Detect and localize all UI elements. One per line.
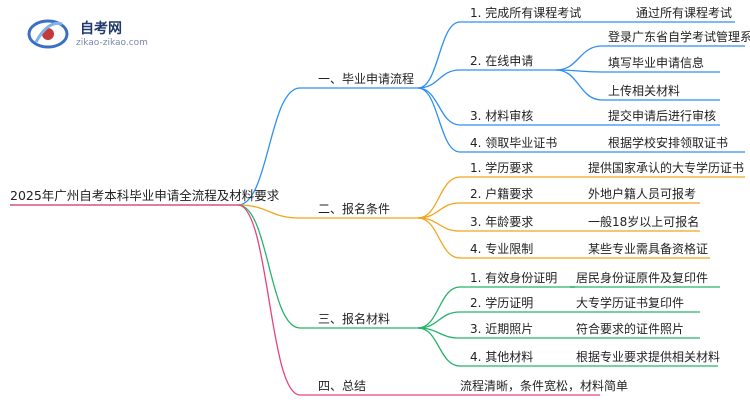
branch-connector: [237, 87, 301, 206]
child-node: 1. 学历要求: [470, 161, 534, 175]
leaf-node: 一般18岁以上可报名: [588, 215, 700, 229]
logo-title: 自考网: [80, 21, 122, 37]
leaf-node: 大专学历证书复印件: [576, 296, 685, 310]
child-node: 3. 近期照片: [470, 322, 534, 336]
branch-connector: [237, 204, 301, 396]
branch-connector: [237, 204, 301, 329]
child-node: 4. 其他材料: [470, 350, 534, 364]
logo-subtitle: zikao-zikao.com: [76, 38, 148, 48]
branch-node: 二、报名条件: [318, 202, 391, 216]
child-node: 3. 年龄要求: [470, 215, 534, 229]
leaf-node: 通过所有课程考试: [636, 6, 733, 20]
child-connector: [417, 286, 461, 329]
child-connector: [417, 202, 461, 219]
leaf-node: 填写毕业申请信息: [608, 56, 705, 70]
child-connector: [417, 69, 461, 89]
leaf-node: 提交申请后进行审核: [608, 109, 717, 123]
child-connector: [417, 217, 461, 259]
branch-node: 一、毕业申请流程: [318, 72, 415, 86]
leaf-connector: [555, 69, 603, 101]
branch-node: 三、报名材料: [318, 312, 391, 326]
logo: 自考网 zikao-zikao.com: [22, 8, 152, 54]
leaf-node: 根据专业要求提供相关材料: [576, 350, 721, 364]
child-connector: [417, 176, 461, 219]
leaf-node: 居民身份证原件及复印件: [576, 271, 709, 285]
leaf-connector: [555, 45, 603, 71]
leaf-node: 上传相关材料: [608, 84, 681, 98]
child-connector: [417, 327, 461, 367]
child-node: 2. 户籍要求: [470, 187, 534, 201]
child-connector: [417, 87, 461, 153]
leaf-node: 登录广东省自学考试管理系统: [608, 30, 750, 44]
child-node: 流程清晰，条件宽松，材料简单: [460, 379, 629, 393]
child-node: 4. 领取毕业证书: [470, 136, 558, 150]
branch-node: 四、总结: [318, 379, 367, 393]
child-node: 3. 材料审核: [470, 109, 534, 123]
child-node: 2. 学历证明: [470, 296, 534, 310]
child-node: 2. 在线申请: [470, 54, 534, 68]
child-node: 1. 完成所有课程考试: [470, 6, 582, 20]
leaf-node: 根据学校安排领取证书: [608, 136, 729, 150]
branch-connector: [237, 204, 301, 219]
logo-emblem-icon: [27, 19, 69, 49]
leaf-node: 外地户籍人员可报考: [588, 187, 697, 201]
child-connector: [417, 21, 461, 89]
leaf-node: 符合要求的证件照片: [576, 322, 685, 336]
leaf-node: 某些专业需具备资格证: [588, 242, 709, 256]
child-node: 4. 专业限制: [470, 242, 534, 256]
child-node: 1. 有效身份证明: [470, 271, 558, 285]
leaf-node: 提供国家承认的大专学历证书: [588, 161, 745, 175]
root-node: 2025年广州自考本科毕业申请全流程及材料要求: [10, 188, 280, 203]
child-connector: [417, 311, 461, 329]
